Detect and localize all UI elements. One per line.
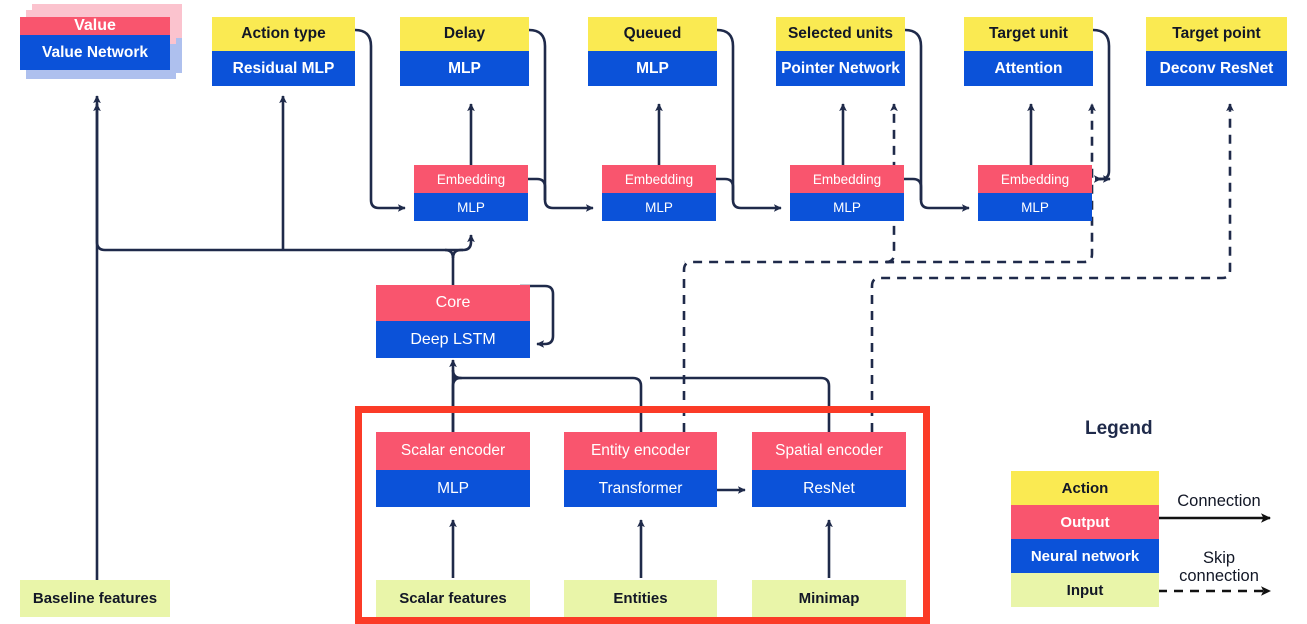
head-value-top-label: Value <box>20 17 170 35</box>
encoder-highlight-frame <box>355 406 930 624</box>
head-action-type[interactable]: Action type Residual MLP <box>212 17 355 86</box>
input-entities[interactable]: Entities <box>564 580 717 617</box>
head-delay-top-label: Delay <box>400 17 529 51</box>
input-minimap[interactable]: Minimap <box>752 580 906 617</box>
scalar-encoder[interactable]: Scalar encoder MLP <box>376 432 530 507</box>
legend-connection-label: Connection <box>1177 492 1261 510</box>
input-scalar-features-label: Scalar features <box>376 580 530 617</box>
core-block[interactable]: Core Deep LSTM <box>376 285 530 358</box>
head-selected-units-top-label: Selected units <box>776 17 905 51</box>
head-target-point-top-label: Target point <box>1146 17 1287 51</box>
embedding-queued[interactable]: Embedding MLP <box>602 165 716 221</box>
spatial-encoder-top-label: Spatial encoder <box>752 432 906 470</box>
embedding-selected-units-bottom-label: MLP <box>790 193 904 221</box>
legend-swatch-output: Output <box>1011 505 1159 539</box>
legend-skip-connection-label: Skip connection <box>1179 549 1259 586</box>
legend-title: Legend <box>1085 418 1153 439</box>
head-selected-units[interactable]: Selected units Pointer Network <box>776 17 905 86</box>
legend-swatches: Action Output Neural network Input <box>1011 471 1159 607</box>
entity-encoder-top-label: Entity encoder <box>564 432 717 470</box>
input-baseline-features-label: Baseline features <box>20 580 170 617</box>
head-value[interactable]: Value Value Network <box>20 17 170 70</box>
embedding-target-unit-bottom-label: MLP <box>978 193 1092 221</box>
spatial-encoder[interactable]: Spatial encoder ResNet <box>752 432 906 507</box>
input-scalar-features[interactable]: Scalar features <box>376 580 530 617</box>
embedding-delay-top-label: Embedding <box>414 165 528 193</box>
embedding-target-unit-top-label: Embedding <box>978 165 1092 193</box>
head-queued[interactable]: Queued MLP <box>588 17 717 86</box>
head-target-point[interactable]: Target point Deconv ResNet <box>1146 17 1287 86</box>
head-delay-bottom-label: MLP <box>400 51 529 86</box>
core-top-label: Core <box>376 285 530 321</box>
input-minimap-label: Minimap <box>752 580 906 617</box>
scalar-encoder-bottom-label: MLP <box>376 470 530 507</box>
head-action-type-bottom-label: Residual MLP <box>212 51 355 86</box>
embedding-delay-bottom-label: MLP <box>414 193 528 221</box>
head-value-bottom-label: Value Network <box>20 35 170 70</box>
head-selected-units-bottom-label: Pointer Network <box>776 51 905 86</box>
head-delay[interactable]: Delay MLP <box>400 17 529 86</box>
entity-encoder[interactable]: Entity encoder Transformer <box>564 432 717 507</box>
legend-swatch-action: Action <box>1011 471 1159 505</box>
embedding-queued-top-label: Embedding <box>602 165 716 193</box>
head-target-unit[interactable]: Target unit Attention <box>964 17 1093 86</box>
embedding-target-unit[interactable]: Embedding MLP <box>978 165 1092 221</box>
embedding-selected-units[interactable]: Embedding MLP <box>790 165 904 221</box>
input-entities-label: Entities <box>564 580 717 617</box>
legend-swatch-input: Input <box>1011 573 1159 607</box>
head-queued-bottom-label: MLP <box>588 51 717 86</box>
head-target-unit-top-label: Target unit <box>964 17 1093 51</box>
embedding-selected-units-top-label: Embedding <box>790 165 904 193</box>
head-queued-top-label: Queued <box>588 17 717 51</box>
embedding-queued-bottom-label: MLP <box>602 193 716 221</box>
embedding-delay[interactable]: Embedding MLP <box>414 165 528 221</box>
spatial-encoder-bottom-label: ResNet <box>752 470 906 507</box>
core-bottom-label: Deep LSTM <box>376 321 530 358</box>
legend-swatch-neural-network: Neural network <box>1011 539 1159 573</box>
head-target-point-bottom-label: Deconv ResNet <box>1146 51 1287 86</box>
input-baseline-features[interactable]: Baseline features <box>20 580 170 617</box>
head-target-unit-bottom-label: Attention <box>964 51 1093 86</box>
scalar-encoder-top-label: Scalar encoder <box>376 432 530 470</box>
head-action-type-top-label: Action type <box>212 17 355 51</box>
entity-encoder-bottom-label: Transformer <box>564 470 717 507</box>
